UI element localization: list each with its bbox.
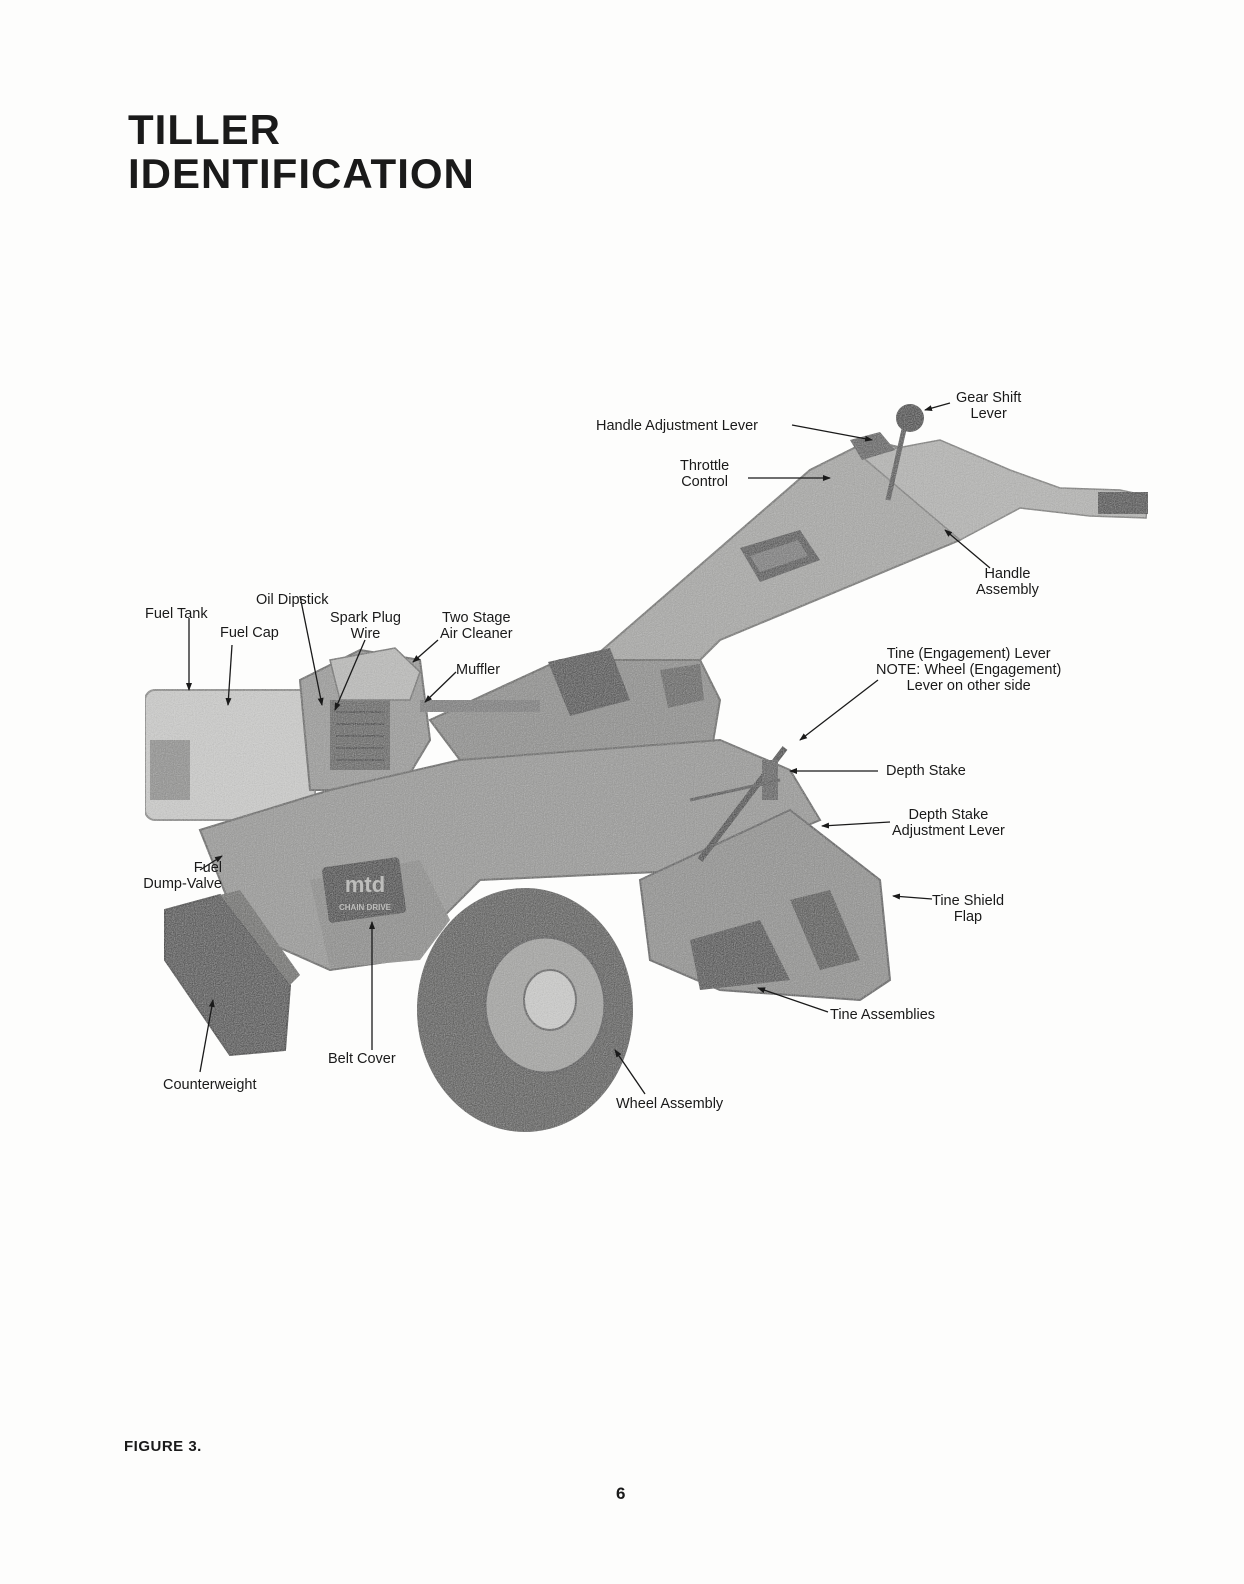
title-line-2: IDENTIFICATION — [128, 150, 475, 197]
label-counterweight: Counterweight — [163, 1077, 257, 1093]
handle-assembly — [568, 438, 1149, 722]
label-muffler: Muffler — [456, 662, 501, 678]
badge-brand: mtd — [345, 872, 385, 897]
label-throttle-control: Throttle Control — [680, 458, 730, 490]
label-fuel-tank: Fuel Tank — [145, 606, 208, 622]
label-handle-assembly: Handle Assembly — [976, 566, 1039, 598]
title-line-1: TILLER — [128, 106, 281, 153]
counterweight — [164, 890, 300, 1057]
label-wheel-assembly: Wheel Assembly — [616, 1096, 724, 1112]
depth-stake — [689, 746, 788, 862]
gear-shift-lever — [850, 404, 924, 501]
page-title: TILLER IDENTIFICATION — [128, 108, 475, 196]
label-depth-stake-adjustment-lever: Depth Stake Adjustment Lever — [892, 807, 1005, 839]
figure-caption: FIGURE 3. — [124, 1438, 202, 1455]
label-gear-shift-lever: Gear Shift Lever — [956, 390, 1022, 422]
brand-badge: mtd CHAIN DRIVE — [339, 872, 392, 912]
main-housing — [198, 738, 822, 972]
label-fuel-dump-valve: Fuel Dump-Valve — [143, 860, 222, 892]
wheel — [417, 888, 633, 1132]
label-tine-assemblies: Tine Assemblies — [830, 1007, 936, 1023]
label-belt-cover: Belt Cover — [328, 1051, 396, 1067]
label-fuel-cap: Fuel Cap — [220, 625, 279, 641]
label-depth-stake: Depth Stake — [886, 763, 966, 779]
page-number: 6 — [616, 1484, 626, 1503]
label-tine-engagement-lever: Tine (Engagement) Lever NOTE: Wheel (Eng… — [876, 646, 1062, 694]
label-spark-plug-wire: Spark Plug Wire — [330, 610, 401, 642]
label-two-stage-air-cleaner: Two Stage Air Cleaner — [440, 610, 513, 642]
label-handle-adjustment-lever: Handle Adjustment Lever — [596, 418, 759, 434]
label-tine-shield-flap: Tine Shield Flap — [932, 893, 1005, 925]
label-oil-dipstick: Oil Dipstick — [256, 592, 329, 608]
badge-sub: CHAIN DRIVE — [339, 903, 392, 912]
engine — [144, 647, 540, 821]
callout-lines — [186, 402, 991, 1095]
